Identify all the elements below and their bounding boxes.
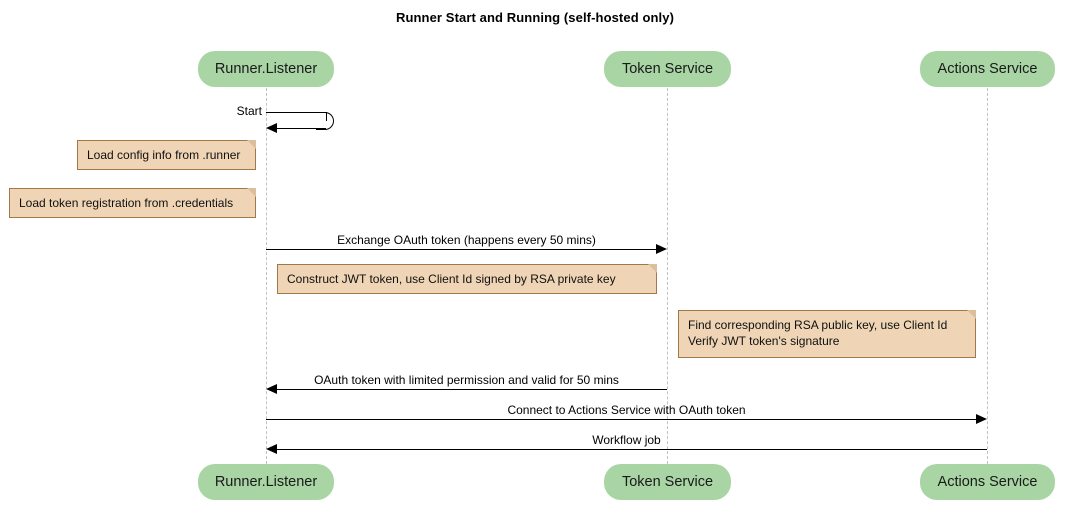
participant-token-bottom[interactable]: Token Service [604, 464, 731, 500]
message-line-connect-actions [266, 419, 976, 420]
note-load-token-registration: Load token registration from .credential… [9, 188, 256, 218]
participant-token-top[interactable]: Token Service [604, 51, 731, 87]
message-label-start: Start [236, 104, 262, 118]
note-load-token-registration-text: Load token registration from .credential… [19, 196, 234, 210]
participant-token-top-label: Token Service [621, 61, 714, 77]
participant-runner-top[interactable]: Runner.Listener [198, 51, 334, 87]
message-line-workflow-job [277, 449, 987, 450]
arrowhead-workflow-job [266, 444, 277, 454]
message-label-oauth-token-return: OAuth token with limited permission and … [314, 373, 619, 387]
participant-actions-bottom[interactable]: Actions Service [920, 464, 1055, 500]
lifeline-token [667, 88, 668, 464]
note-load-config: Load config info from .runner [77, 140, 256, 170]
participant-runner-bottom-label: Runner.Listener [214, 474, 318, 490]
note-verify-jwt-line-1: Find corresponding RSA public key, use C… [688, 318, 948, 332]
note-verify-jwt-line-2: Verify JWT token's signature [688, 334, 840, 348]
arrowhead-start [266, 123, 277, 133]
note-load-config-text: Load config info from .runner [87, 148, 241, 162]
message-line-exchange-oauth [266, 249, 656, 250]
page-title: Runner Start and Running (self-hosted on… [395, 10, 675, 25]
message-label-workflow-job: Workflow job [592, 433, 661, 447]
arrowhead-exchange-oauth [656, 244, 667, 254]
lifeline-actions [987, 88, 988, 464]
participant-token-bottom-label: Token Service [621, 474, 714, 490]
arrowhead-connect-actions [976, 414, 987, 424]
message-line-oauth-token-return [277, 389, 667, 390]
message-label-exchange-oauth: Exchange OAuth token (happens every 50 m… [337, 233, 596, 247]
note-construct-jwt-text: Construct JWT token, use Client Id signe… [287, 272, 616, 286]
participant-actions-top[interactable]: Actions Service [920, 51, 1055, 87]
participant-actions-top-label: Actions Service [937, 61, 1038, 77]
note-verify-jwt: Find corresponding RSA public key, use C… [678, 310, 976, 358]
participant-runner-top-label: Runner.Listener [214, 61, 318, 77]
message-label-connect-actions: Connect to Actions Service with OAuth to… [507, 403, 746, 417]
participant-runner-bottom[interactable]: Runner.Listener [198, 464, 334, 500]
arrowhead-oauth-token-return [266, 384, 277, 394]
lifeline-runner [266, 88, 267, 464]
note-construct-jwt: Construct JWT token, use Client Id signe… [277, 264, 657, 294]
participant-actions-bottom-label: Actions Service [937, 474, 1038, 490]
